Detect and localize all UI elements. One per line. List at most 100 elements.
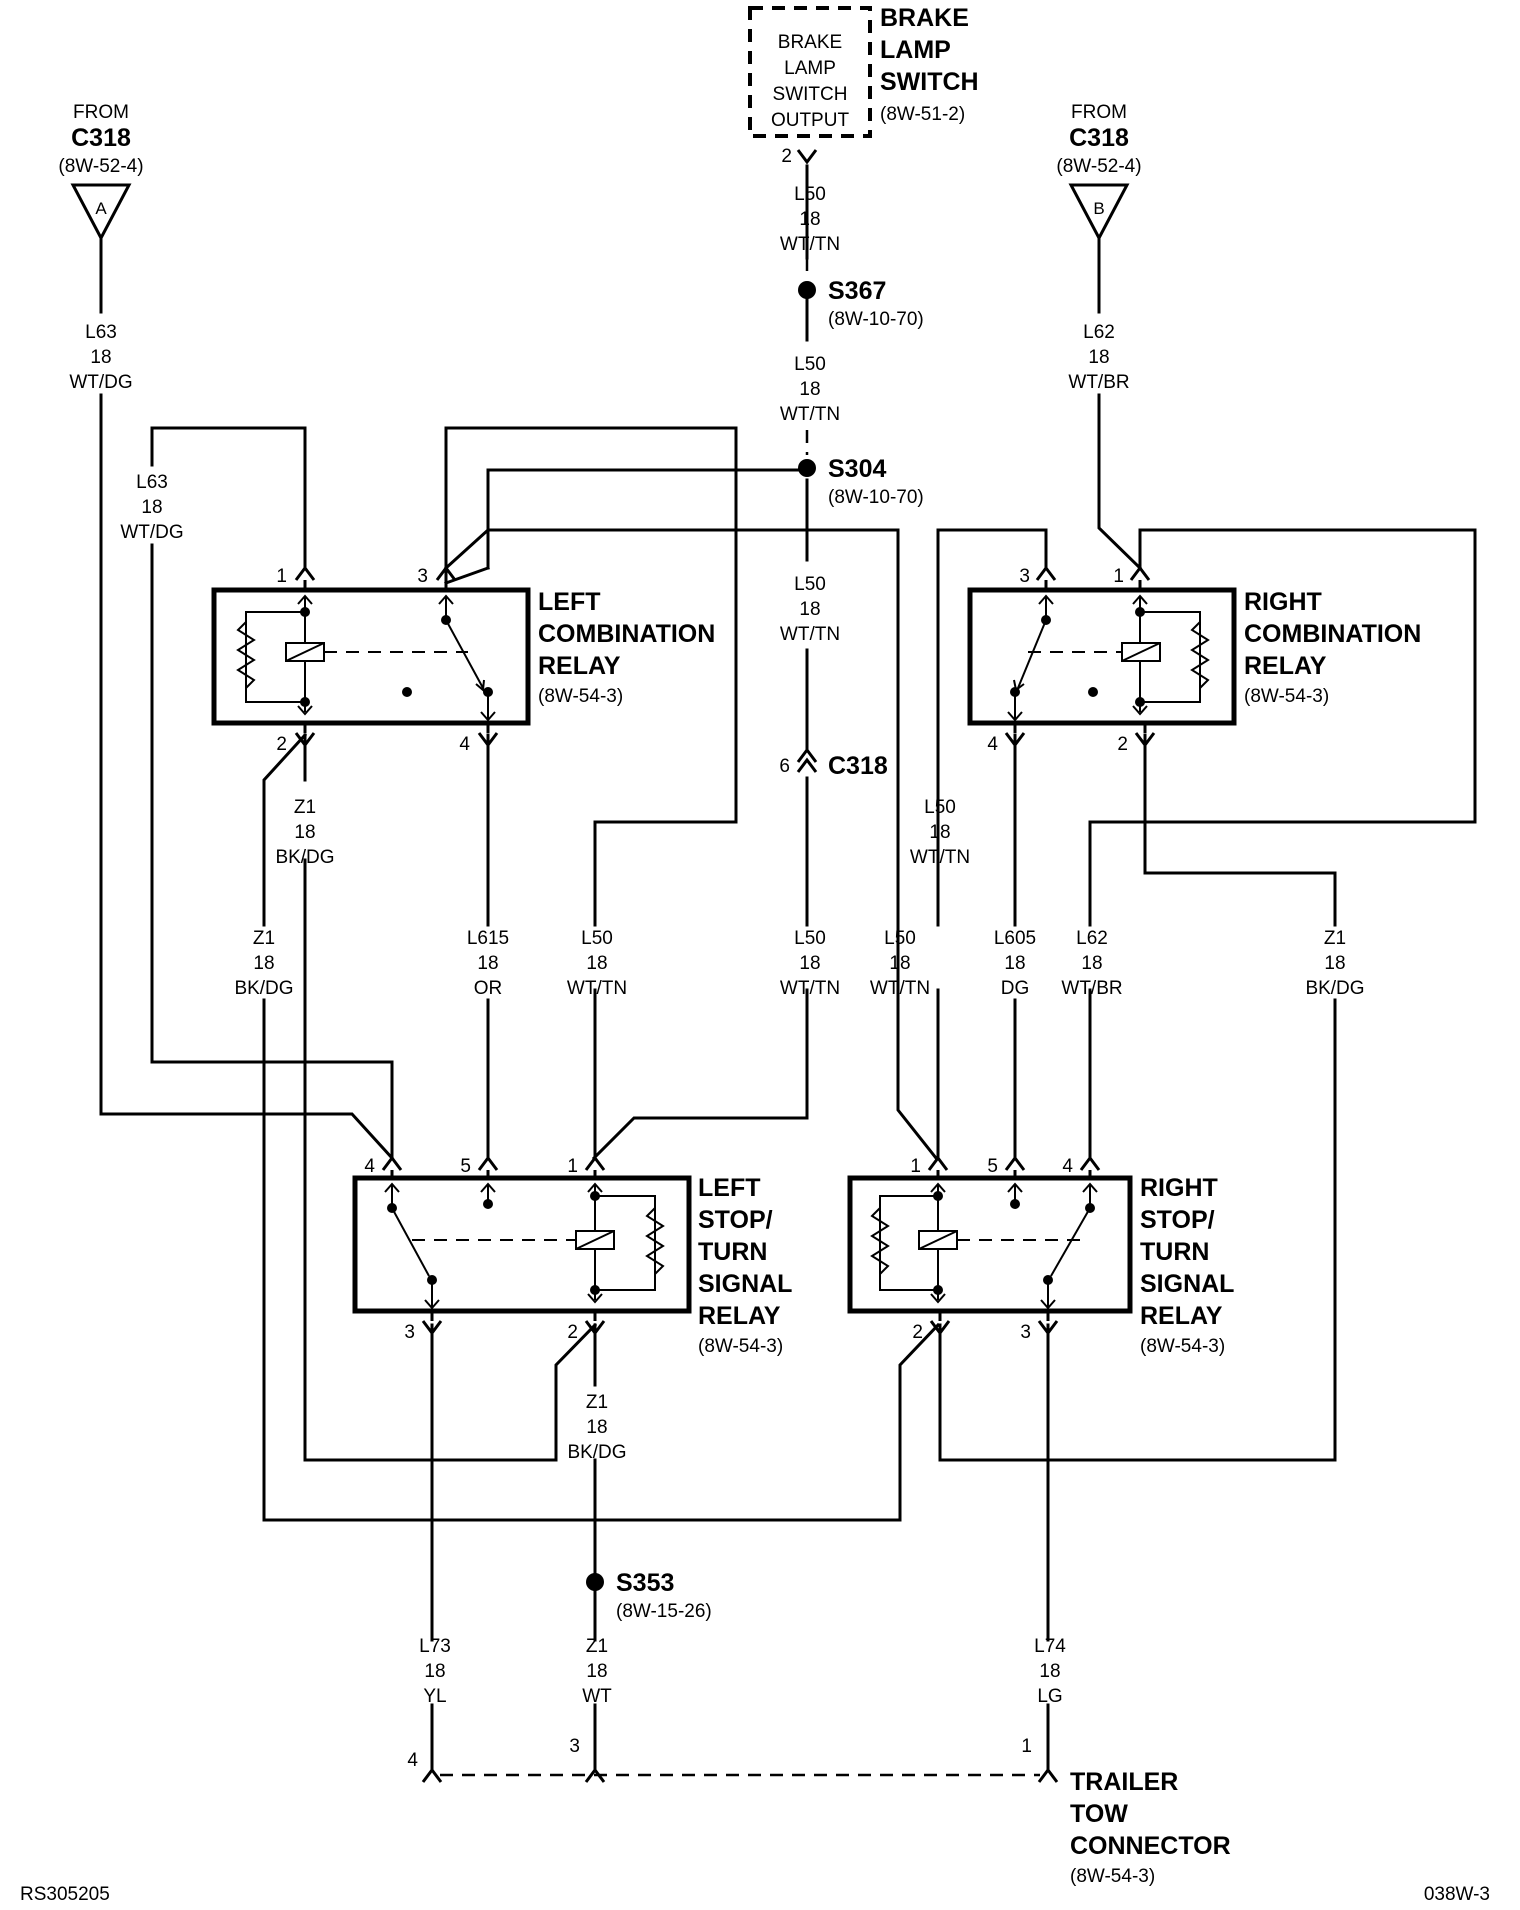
wire-z1-right-comb-to-right-stop (938, 998, 1337, 1462)
pin-connector-icon (584, 1320, 606, 1336)
wires (99, 164, 1477, 1777)
splice-ref: (8W-10-70) (828, 487, 924, 508)
wire-gauge: 18 (1039, 1661, 1060, 1682)
wire-color: WT (582, 1686, 612, 1707)
pin-connector-icon (1134, 732, 1156, 748)
wire-gauge: 18 (929, 822, 950, 843)
coil-slash (285, 642, 325, 662)
relay-title: RELAY (538, 652, 621, 680)
pin-connector-icon (929, 1320, 951, 1336)
wire-l50-s304-right-stop-1 (805, 528, 939, 1161)
relay-title: RIGHT (1140, 1174, 1218, 1202)
wire-gauge: 18 (294, 822, 315, 843)
connector-c318: 6 C318 (779, 747, 888, 780)
switch-arm (391, 1207, 430, 1277)
wire-gauge: 18 (424, 1661, 445, 1682)
pin-label: 1 (1021, 1736, 1032, 1757)
resistor-loop (879, 1195, 938, 1291)
relay-box (352, 1175, 692, 1314)
wire-z1-left-comb-2-to-left-stop-2 (303, 858, 598, 1462)
arrow-icon (1007, 1182, 1023, 1193)
wire-code: Z1 (253, 928, 275, 949)
pin-label: 5 (460, 1156, 471, 1177)
wire-l50-to-left-stop-1 (591, 988, 809, 1161)
relay-title: COMBINATION (538, 620, 715, 648)
pin-label: 3 (417, 566, 428, 587)
pin-label: 1 (567, 1156, 578, 1177)
coil-slash (1121, 642, 1161, 662)
wire-code: Z1 (586, 1392, 608, 1413)
terminal-dot (1010, 1199, 1020, 1209)
wire-l63-to-left-stop-4 (150, 543, 394, 1160)
pin-connector-icon (421, 1767, 443, 1783)
pin-connector-icon (584, 1155, 606, 1171)
splice-dot (586, 1573, 604, 1591)
pin-label: 3 (404, 1322, 415, 1343)
label-l605: L605 18 DG (994, 928, 1036, 999)
label-l50-c: L50 18 WT/TN (780, 574, 840, 645)
terminal-dot (483, 1199, 493, 1209)
wire-code: L73 (419, 1636, 451, 1657)
brake-switch-pin: 2 (781, 146, 792, 167)
splice-ref: (8W-10-70) (828, 309, 924, 330)
label-l62-b: L62 18 WT/BR (1061, 928, 1122, 999)
wire-color: WT/TN (780, 624, 840, 645)
coil-slash (575, 1230, 615, 1250)
pin-label: 4 (987, 734, 998, 755)
relay-title: RELAY (1244, 652, 1327, 680)
brake-switch-box-line: OUTPUT (771, 110, 850, 131)
wire-gauge: 18 (1088, 347, 1109, 368)
wire-l50-s304-left-comb-3 (443, 528, 809, 571)
pin-label: 2 (276, 734, 287, 755)
arrow-icon (1007, 711, 1023, 722)
relay-title: STOP/ (698, 1206, 773, 1234)
terminal-dot (402, 687, 412, 697)
wire-code: Z1 (1324, 928, 1346, 949)
wire-code: L50 (581, 928, 613, 949)
connector-title: TRAILER (1070, 1768, 1178, 1796)
relay-title: TURN (698, 1238, 767, 1266)
relay-title: RELAY (1140, 1302, 1223, 1330)
pin-connector-icon (927, 1155, 949, 1171)
connector-title: TOW (1070, 1800, 1128, 1828)
wire-color: WT/TN (567, 978, 627, 999)
pin-connector-icon (435, 565, 457, 581)
label-z1-d: Z1 18 BK/DG (567, 1392, 626, 1463)
wire-code: L50 (924, 797, 956, 818)
wire-color: LG (1037, 1686, 1062, 1707)
brake-switch-box-line: BRAKE (778, 32, 842, 53)
pin-label: 5 (987, 1156, 998, 1177)
brake-switch-box (748, 6, 872, 138)
relay-title: LEFT (698, 1174, 761, 1202)
pin-label: 2 (567, 1322, 578, 1343)
label-l73: L73 18 YL (419, 1636, 451, 1707)
wire-color: YL (423, 1686, 446, 1707)
arrow-icon (1132, 705, 1148, 716)
relay-ref: (8W-54-3) (698, 1336, 783, 1357)
label-z1-e: Z1 18 WT (582, 1636, 612, 1707)
wire-z1-left-comb-branch (262, 732, 308, 927)
label-l62-a: L62 18 WT/BR (1068, 322, 1129, 393)
relay-title: SIGNAL (1140, 1270, 1234, 1298)
connector-ref: (8W-54-3) (1070, 1866, 1155, 1887)
wire-color: BK/DG (567, 1442, 626, 1463)
from-ref: (8W-52-4) (58, 156, 143, 177)
splice-s367: S367 (8W-10-70) (798, 277, 924, 330)
from-ref: (8W-52-4) (1056, 156, 1141, 177)
splice-name: S367 (828, 277, 886, 305)
wire-gauge: 18 (141, 497, 162, 518)
brake-switch-ref: (8W-51-2) (880, 104, 965, 125)
wire-code: L62 (1083, 322, 1115, 343)
wire-code: L605 (994, 928, 1036, 949)
wire-gauge: 18 (889, 953, 910, 974)
right-combination-relay: 3 1 4 2 RIGHT COMBINATION RELAY (8W-54-3… (967, 565, 1421, 755)
wire-code: L63 (85, 322, 117, 343)
wire-color: OR (474, 978, 503, 999)
pin-connector-icon (381, 1155, 403, 1171)
arrow-icon (930, 1293, 946, 1304)
arrow-icon (587, 1293, 603, 1304)
arrow-icon (424, 1299, 440, 1310)
label-z1-b: Z1 18 BK/DG (234, 928, 293, 999)
triangle-arrow-icon (1068, 183, 1130, 242)
relay-box (847, 1175, 1133, 1314)
